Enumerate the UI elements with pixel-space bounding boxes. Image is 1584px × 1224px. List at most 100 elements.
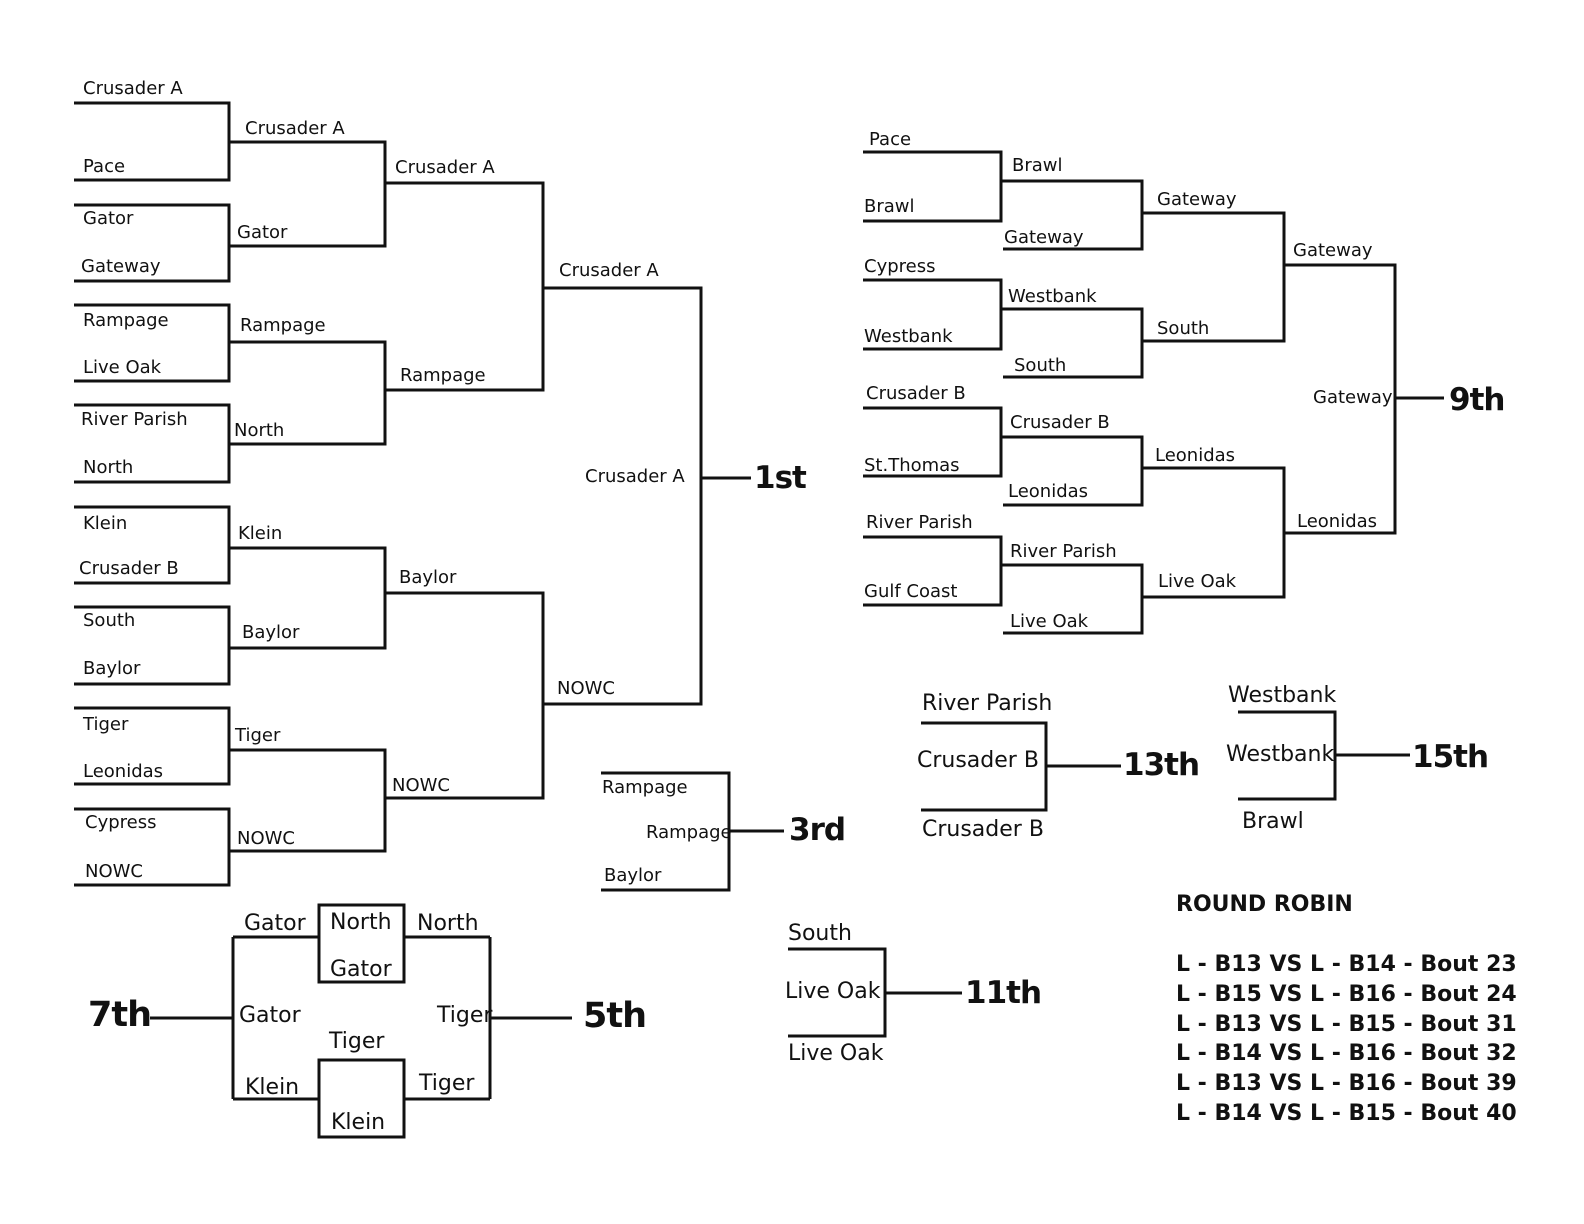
round-robin-title: ROUND ROBIN — [1176, 892, 1353, 917]
seventh-place-label: 7th — [88, 995, 151, 1035]
c-r2-bye-1: Gateway — [1004, 227, 1084, 248]
r1-team-6: Live Oak — [83, 357, 162, 378]
r1-match-8-line — [74, 807, 231, 887]
place-13th-bracket: River Parish Crusader B Crusader B 13th — [917, 691, 1200, 842]
pl57-top-box-team-2: Gator — [330, 957, 393, 982]
round-robin: ROUND ROBIN L - B13 VS L - B14 - Bout 23… — [1176, 892, 1517, 1126]
r3-team-3: Baylor — [399, 567, 457, 588]
place-13th-winner: Crusader B — [917, 748, 1039, 773]
championship-bracket: Crusader A Pace Gator Gateway Rampage Li… — [74, 78, 808, 887]
c-r1-team-1: Pace — [869, 129, 911, 150]
c-r1-team-3: Cypress — [864, 256, 935, 277]
r2-team-1: Crusader A — [245, 118, 345, 139]
third-place-team-1: Rampage — [602, 777, 688, 798]
c-r2-bye-3: Leonidas — [1008, 481, 1088, 502]
r2-team-8: NOWC — [237, 828, 295, 849]
r1-team-16: NOWC — [85, 861, 143, 882]
r1-team-8: North — [83, 457, 133, 478]
r1-team-13: Tiger — [82, 714, 129, 735]
r3-team-1: Crusader A — [395, 157, 495, 178]
r1-team-7: River Parish — [81, 409, 188, 430]
ninth-place-label: 9th — [1449, 382, 1504, 418]
c-r2-team-1: Brawl — [1012, 155, 1063, 176]
c-r2-match-1-line — [1001, 179, 1144, 251]
r1-team-4: Gateway — [81, 256, 161, 277]
place-13th-team-1: River Parish — [922, 691, 1052, 716]
r4-team-1: Crusader A — [559, 260, 659, 281]
c-r3-team-2: South — [1157, 318, 1209, 339]
r1-team-10: Crusader B — [79, 558, 179, 579]
round-robin-bout-3: L - B13 VS L - B15 - Bout 31 — [1176, 1012, 1517, 1037]
pl57-top-box — [317, 903, 406, 984]
pl57-top-left-team: Gator — [244, 911, 307, 936]
c-r1-match-3-line — [863, 406, 1003, 478]
pl57-top-box-team-1: North — [330, 910, 392, 935]
c-r2-team-3: Westbank — [1008, 286, 1097, 307]
r1-match-5-line — [74, 505, 231, 585]
r2-match-4-line — [229, 748, 387, 853]
r2-team-7: Tiger — [234, 725, 281, 746]
c-r1-team-5: Crusader B — [866, 383, 966, 404]
pl57-bottom-above-team: Tiger — [328, 1029, 385, 1054]
r1-team-5: Rampage — [83, 310, 169, 331]
place-15th-team-2: Brawl — [1242, 809, 1304, 834]
fifth-place-label: 5th — [583, 996, 646, 1036]
r2-match-2-line — [229, 340, 387, 446]
r1-team-9: Klein — [83, 513, 127, 534]
r1-team-2: Pace — [83, 156, 125, 177]
r3-match-2-line — [385, 591, 545, 800]
c-r2-match-4-line — [1001, 563, 1144, 635]
place-11th-bracket: South Live Oak Live Oak 11th — [785, 921, 1042, 1066]
place-15th-winner: Westbank — [1226, 742, 1334, 767]
r1-match-2-line — [74, 203, 231, 283]
c-r3-team-1: Gateway — [1157, 189, 1237, 210]
r2-team-4: North — [234, 420, 284, 441]
c-r1-team-4: Westbank — [864, 326, 953, 347]
c-r1-match-1-line — [863, 150, 1003, 223]
r3-team-2: Rampage — [400, 365, 486, 386]
r1-match-7-line — [74, 706, 231, 786]
place-11th-winner: Live Oak — [785, 979, 881, 1004]
r1-team-12: Baylor — [83, 658, 141, 679]
c-r4-team-1: Gateway — [1293, 240, 1373, 261]
third-place-team-2: Baylor — [604, 865, 662, 886]
eleventh-place-label: 11th — [965, 975, 1041, 1011]
c-r2-match-2-line — [1001, 307, 1144, 379]
c-r1-team-8: Gulf Coast — [864, 581, 957, 602]
c-r2-team-5: Crusader B — [1010, 412, 1110, 433]
r4-team-2: NOWC — [557, 678, 615, 699]
c-r3-match-1-line — [1142, 211, 1286, 343]
first-place-label: 1st — [754, 460, 807, 496]
r1-team-15: Cypress — [85, 812, 156, 833]
consolation-9th-bracket: Pace Brawl Cypress Westbank Crusader B S… — [863, 129, 1505, 635]
round-robin-bout-6: L - B14 VS L - B15 - Bout 40 — [1176, 1101, 1517, 1126]
round-robin-bout-1: L - B13 VS L - B14 - Bout 23 — [1176, 952, 1517, 977]
champion-team: Crusader A — [585, 466, 685, 487]
c-r1-team-7: River Parish — [866, 512, 973, 533]
r2-team-3: Rampage — [240, 315, 326, 336]
r2-match-3-line — [229, 546, 387, 650]
c-r1-team-2: Brawl — [864, 196, 915, 217]
place-11th-team-2: Live Oak — [788, 1041, 884, 1066]
place-15th-bracket: Westbank Westbank Brawl 15th — [1226, 683, 1489, 834]
r2-team-2: Gator — [237, 222, 288, 243]
r2-match-1-line — [229, 140, 387, 248]
place-13th-team-2: Crusader B — [922, 817, 1044, 842]
final-match-line — [543, 286, 703, 706]
c-r1-match-2-line — [863, 278, 1003, 351]
r1-team-11: South — [83, 610, 135, 631]
place-11th-team-1: South — [788, 921, 852, 946]
c-r3-team-3: Leonidas — [1155, 445, 1235, 466]
round-robin-bout-5: L - B13 VS L - B16 - Bout 39 — [1176, 1071, 1517, 1096]
c-r3-team-4: Live Oak — [1158, 571, 1237, 592]
third-place-bracket: Rampage Baylor Rampage 3rd — [601, 771, 846, 892]
c-r1-match-4-line — [863, 535, 1003, 607]
pl57-bottom-box — [317, 1058, 406, 1139]
pl57-mid-left-team: Gator — [239, 1003, 302, 1028]
pl57-top-right-team: North — [417, 911, 479, 936]
c-r1-team-6: St.Thomas — [864, 455, 960, 476]
thirteenth-place-label: 13th — [1123, 747, 1199, 783]
third-place-label: 3rd — [789, 812, 845, 848]
place-15th-team-1: Westbank — [1228, 683, 1336, 708]
